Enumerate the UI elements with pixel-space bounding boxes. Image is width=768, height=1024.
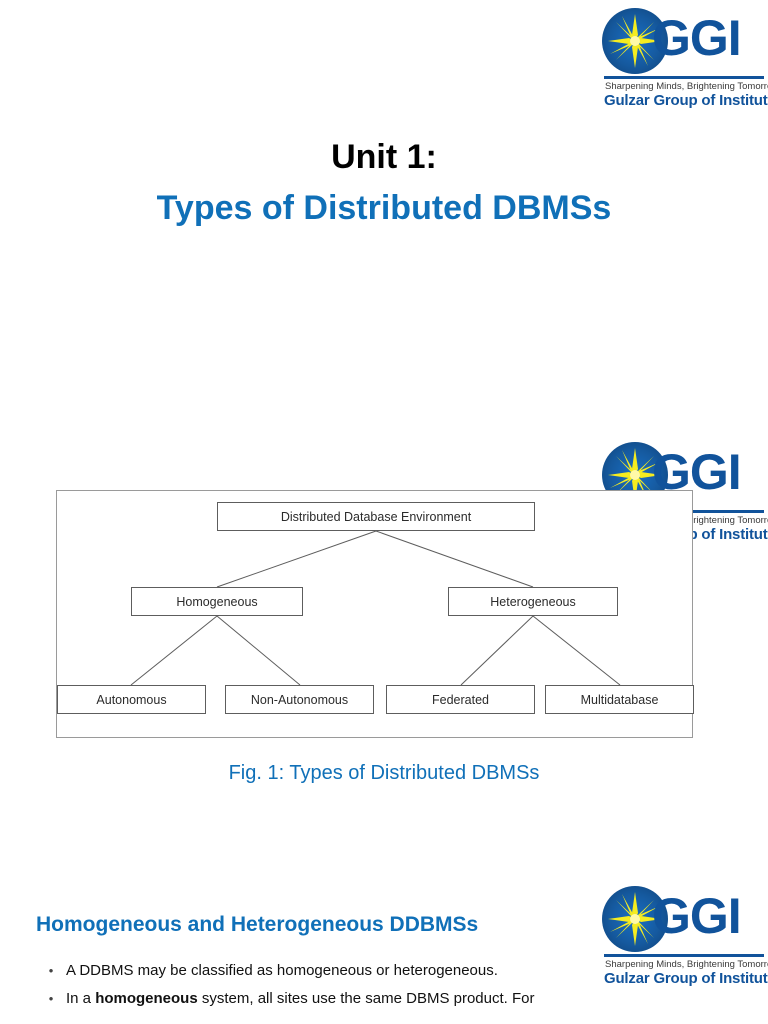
bullet-suffix: system, all sites use the same DBMS prod…	[197, 990, 535, 1007]
bullet-text: In a homogeneous system, all sites use t…	[66, 988, 748, 1009]
logo-mark: GGI	[600, 6, 768, 76]
bullet-text: A DDBMS may be classified as homogeneous…	[66, 962, 498, 979]
list-item: • A DDBMS may be classified as homogeneo…	[36, 960, 748, 981]
logo-acronym: GGI	[652, 10, 742, 66]
diagram-connector-lines	[130, 530, 621, 686]
logo-acronym: GGI	[652, 888, 742, 944]
logo-institute-name: Gulzar Group of Institutes	[604, 970, 768, 987]
diagram-node-multidatabase: Multidatabase	[545, 685, 694, 714]
logo-tagline: Sharpening Minds, Brightening Tomorrow.	[605, 959, 768, 970]
logo-mark: GGI	[600, 884, 768, 954]
diagram-node-federated: Federated	[386, 685, 535, 714]
logo-divider	[604, 76, 764, 79]
bullet-prefix: In a	[66, 990, 96, 1007]
ggi-logo-header: GGI Sharpening Minds, Brightening Tomorr…	[600, 6, 768, 110]
logo-institute-name: Gulzar Group of Institutes	[604, 92, 768, 109]
diagram-node-root: Distributed Database Environment	[217, 502, 535, 531]
diagram-node-non-autonomous: Non-Autonomous	[225, 685, 374, 714]
bullet-bold-term: homogeneous	[95, 990, 198, 1007]
list-item: • In a homogeneous system, all sites use…	[36, 988, 748, 1009]
bullet-marker-icon: •	[48, 991, 54, 1006]
logo-divider	[604, 954, 764, 957]
diagram-node-autonomous: Autonomous	[57, 685, 206, 714]
starburst-icon	[608, 14, 662, 68]
diagram-node-heterogeneous: Heterogeneous	[448, 587, 618, 616]
distributed-dbms-taxonomy-diagram: Distributed Database Environment Homogen…	[56, 490, 694, 738]
bullet-marker-icon: •	[48, 963, 54, 978]
logo-tagline: Sharpening Minds, Brightening Tomorrow.	[605, 81, 768, 92]
ggi-logo-footer: GGI Sharpening Minds, Brightening Tomorr…	[600, 884, 768, 988]
section-heading: Homogeneous and Heterogeneous DDBMSs	[36, 913, 479, 936]
bullet-list: • A DDBMS may be classified as homogeneo…	[36, 960, 748, 1016]
title-unit: Unit 1:	[331, 138, 437, 176]
page-title: Unit 1: Types of Distributed DBMSs	[0, 136, 768, 232]
diagram-node-homogeneous: Homogeneous	[131, 587, 303, 616]
figure-caption: Fig. 1: Types of Distributed DBMSs	[228, 762, 540, 784]
title-subject: Types of Distributed DBMSs	[156, 189, 612, 227]
starburst-icon	[608, 892, 662, 946]
